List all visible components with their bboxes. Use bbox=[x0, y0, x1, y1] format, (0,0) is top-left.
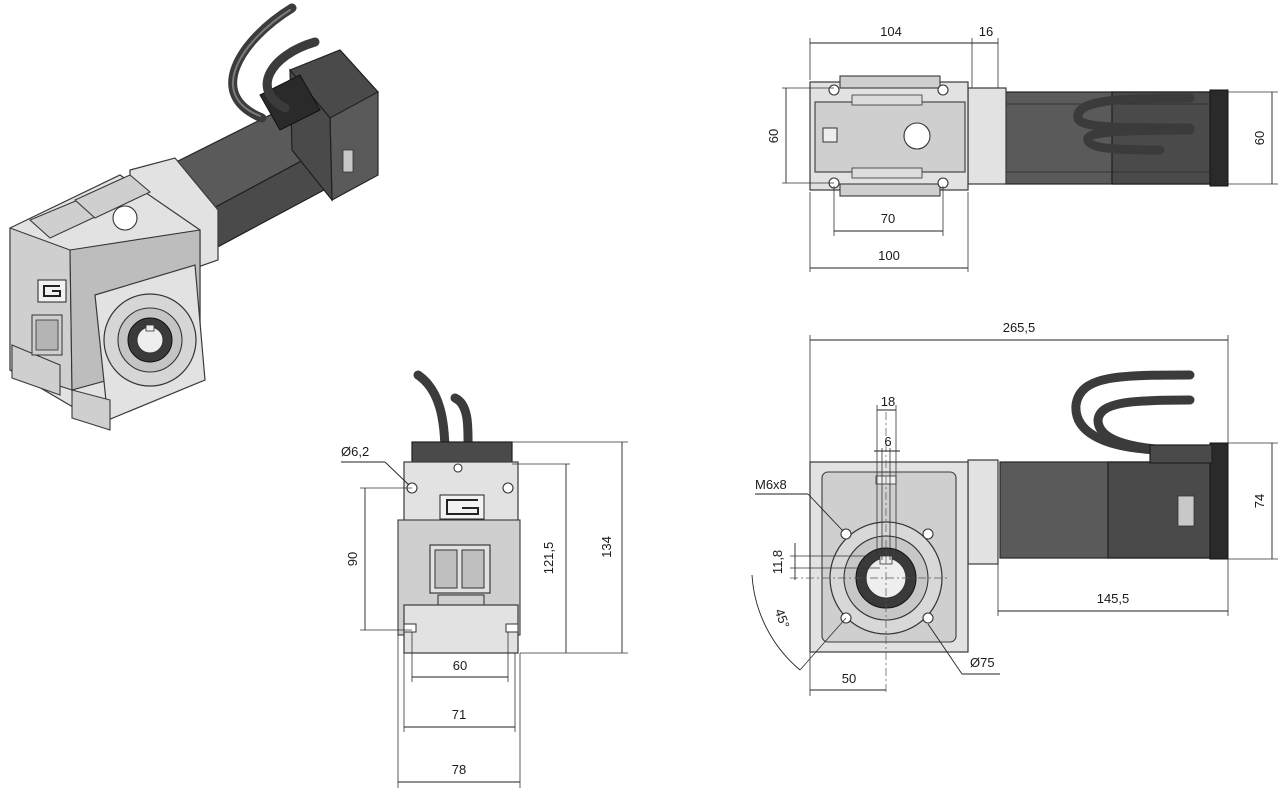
dim-50: 50 bbox=[842, 671, 856, 686]
dim-265-5: 265,5 bbox=[1003, 320, 1036, 335]
dim-71: 71 bbox=[452, 707, 466, 722]
dim-60-left: 60 bbox=[766, 129, 781, 143]
dim-6: 6 bbox=[884, 434, 891, 449]
dim-70: 70 bbox=[881, 211, 895, 226]
dim-134: 134 bbox=[599, 536, 614, 558]
dim-18: 18 bbox=[881, 394, 895, 409]
dim-74: 74 bbox=[1252, 494, 1267, 508]
front-view: Ø6,2 90 121,5 134 60 71 78 bbox=[341, 370, 628, 788]
top-view: 104 16 60 60 70 100 bbox=[766, 24, 1278, 272]
dim-104: 104 bbox=[880, 24, 902, 39]
dim-145-5: 145,5 bbox=[1097, 591, 1130, 606]
dim-pcd: Ø75 bbox=[970, 655, 995, 670]
dim-16: 16 bbox=[979, 24, 993, 39]
dim-11-8: 11,8 bbox=[770, 550, 785, 574]
dim-121-5: 121,5 bbox=[541, 542, 556, 575]
dim-60-right: 60 bbox=[1252, 131, 1267, 145]
flange-holes bbox=[840, 528, 934, 624]
dim-45-deg: 45° bbox=[772, 607, 793, 631]
dim-90: 90 bbox=[345, 552, 360, 566]
dim-100: 100 bbox=[878, 248, 900, 263]
dim-78: 78 bbox=[452, 762, 466, 777]
isometric-view bbox=[9, 3, 379, 431]
dim-hole-diameter: Ø6,2 bbox=[341, 444, 369, 459]
side-view: 265,5 18 6 M6x8 11,8 45° 74 145,5 bbox=[751, 320, 1278, 696]
dim-thread: M6x8 bbox=[755, 477, 787, 492]
dim-60-front: 60 bbox=[453, 658, 467, 673]
